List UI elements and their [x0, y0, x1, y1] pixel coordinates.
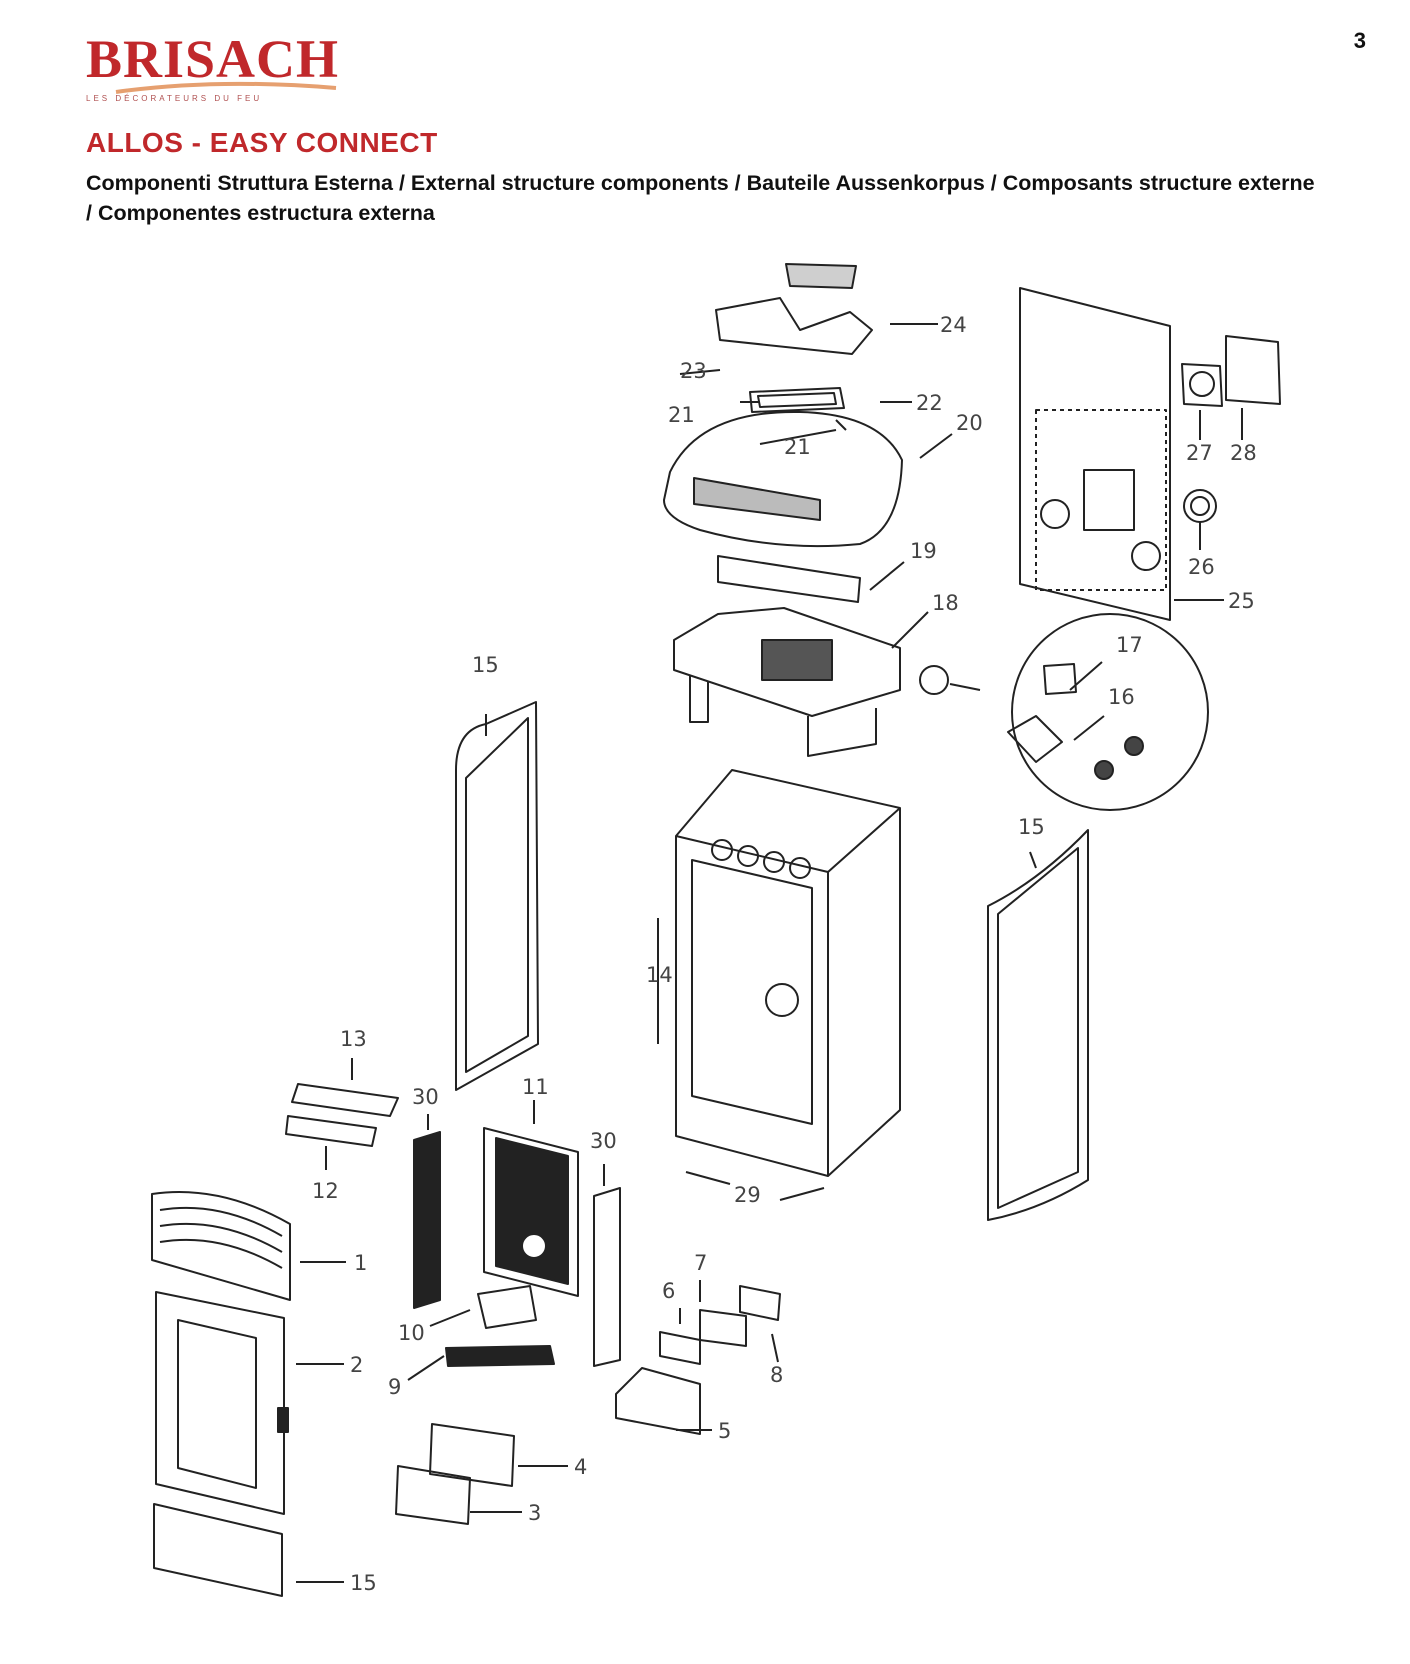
callout-15c: 15 — [350, 1571, 377, 1595]
part-4 — [429, 1423, 515, 1487]
part-flange-27 — [1181, 363, 1223, 407]
part-main-body — [675, 769, 901, 1177]
page-title: ALLOS - EASY CONNECT — [86, 127, 438, 158]
part-back-panel-25 — [1019, 287, 1171, 621]
callout-28: 28 — [1230, 441, 1257, 465]
callout-3: 3 — [528, 1501, 541, 1525]
part-insulation-30-right — [593, 1187, 621, 1367]
logo-swoosh — [115, 81, 337, 94]
callout-15a: 15 — [472, 653, 499, 677]
part-bracket-16 — [1007, 715, 1063, 763]
callout-21b: 21 — [784, 435, 811, 459]
callout-1: 1 — [354, 1251, 367, 1275]
callout-16: 16 — [1108, 685, 1135, 709]
brand-tagline: LES DÉCORATEURS DU FEU — [86, 94, 263, 103]
callout-14: 14 — [646, 963, 673, 987]
part-bottom-panel-15 — [153, 1503, 283, 1597]
part-plate-28 — [1225, 335, 1281, 405]
page-subtitle: Componenti Struttura Esterna / External … — [86, 171, 1315, 225]
callout-7: 7 — [694, 1251, 707, 1275]
part-top-cap — [785, 263, 857, 289]
brand-name: BRISACH — [86, 29, 340, 89]
part-gasket-22 — [749, 387, 845, 413]
callout-24: 24 — [940, 313, 967, 337]
callout-8: 8 — [770, 1363, 783, 1387]
part-side-panel-15-left — [455, 701, 539, 1091]
part-3 — [395, 1465, 471, 1525]
callout-13: 13 — [340, 1027, 367, 1051]
callout-23: 23 — [680, 359, 707, 383]
callout-29: 29 — [734, 1183, 761, 1207]
part-grille-1 — [151, 1191, 291, 1301]
part-door-2 — [155, 1291, 285, 1515]
part-top-cover-20 — [663, 410, 903, 548]
callout-30a: 30 — [412, 1085, 439, 1109]
callout-22: 22 — [916, 391, 943, 415]
part-back-plate-11 — [483, 1127, 579, 1297]
callout-19: 19 — [910, 539, 937, 563]
callout-27: 27 — [1186, 441, 1213, 465]
part-8 — [739, 1285, 781, 1321]
part-ring-26 — [1183, 489, 1217, 523]
callout-6: 6 — [662, 1279, 675, 1303]
callout-11: 11 — [522, 1075, 549, 1099]
part-6 — [659, 1331, 701, 1365]
detail-circle — [1011, 613, 1209, 811]
callout-26: 26 — [1188, 555, 1215, 579]
callout-15b: 15 — [1018, 815, 1045, 839]
part-12 — [285, 1115, 377, 1147]
callout-4: 4 — [574, 1455, 587, 1479]
callout-10: 10 — [398, 1321, 425, 1345]
part-top-plate-24 — [715, 297, 873, 355]
callout-18: 18 — [932, 591, 959, 615]
part-side-panel-15-right — [987, 829, 1089, 1221]
brand-logo: BRISACH LES DÉCORATEURS DU FEU — [86, 28, 346, 108]
part-insulation-30-left — [413, 1131, 441, 1309]
callout-25: 25 — [1228, 589, 1255, 613]
part-brazier-10 — [477, 1285, 537, 1329]
part-ashpan-5 — [615, 1367, 701, 1435]
callout-30b: 30 — [590, 1129, 617, 1153]
part-7 — [699, 1309, 747, 1347]
callout-5: 5 — [718, 1419, 731, 1443]
callout-21a: 21 — [668, 403, 695, 427]
callout-2: 2 — [350, 1353, 363, 1377]
callout-9: 9 — [388, 1375, 401, 1399]
page-number: 3 — [1353, 28, 1366, 53]
part-knob-17 — [1043, 663, 1077, 695]
callout-12: 12 — [312, 1179, 339, 1203]
part-9 — [445, 1345, 555, 1367]
callout-20: 20 — [956, 411, 983, 435]
part-bar-19 — [717, 555, 861, 603]
callout-17: 17 — [1116, 633, 1143, 657]
part-13 — [291, 1083, 399, 1117]
part-frame-18 — [673, 607, 901, 717]
